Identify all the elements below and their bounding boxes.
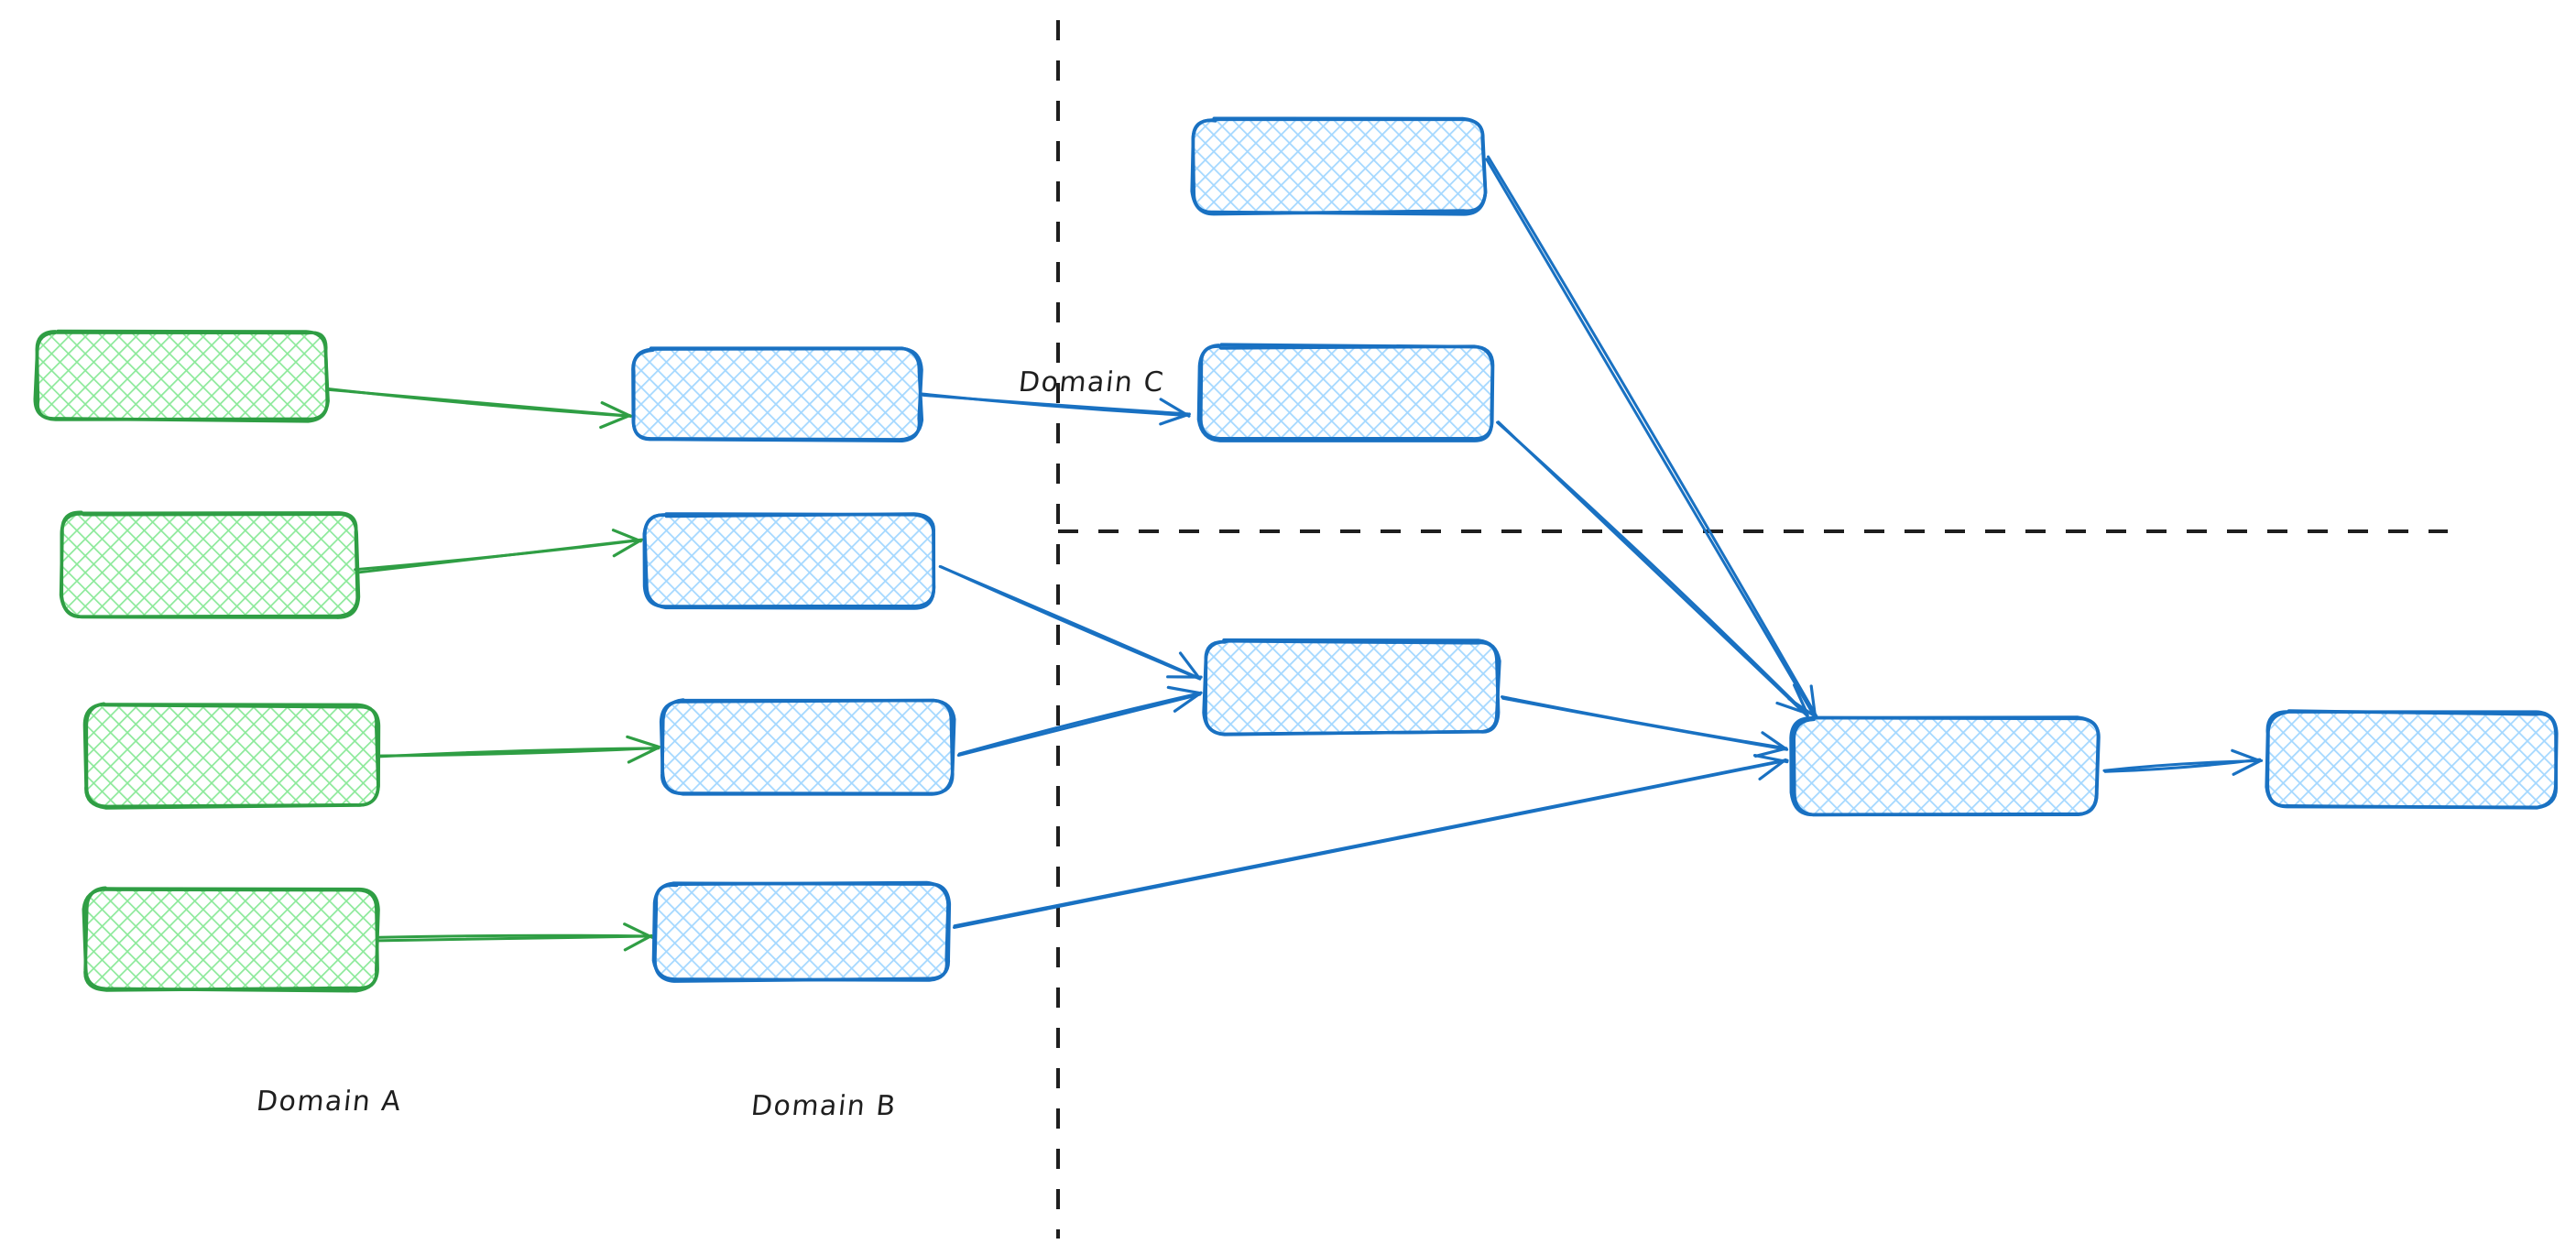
edge-d1-e1: [2102, 748, 2264, 776]
node-outline: [33, 331, 330, 423]
node-fill-hatch-b: [1205, 641, 1498, 733]
edge-a2-b2: [354, 529, 644, 574]
node-fill-hatch-b: [632, 350, 921, 440]
node-fill-hatch-b: [85, 889, 377, 989]
node-outline: [84, 702, 381, 809]
label-domain-b: Domain B: [749, 1090, 899, 1122]
node-fill-hatch-b: [62, 513, 357, 617]
node-outline: [651, 880, 950, 982]
node-fill-hatch-b: [2267, 713, 2556, 806]
node-c1[interactable]: [1190, 116, 1488, 216]
node-outline: [60, 511, 359, 619]
label-domain-c: Domain C: [1017, 366, 1166, 398]
edge-c2-d1: [1496, 420, 1809, 717]
node-outline: [2265, 709, 2559, 810]
node-fill-hatch-b: [662, 701, 953, 792]
edge-a3-b3: [376, 735, 660, 764]
node-b1[interactable]: [631, 346, 924, 442]
node-d1[interactable]: [1789, 715, 2101, 817]
node-outline: [1196, 344, 1494, 442]
node-c3[interactable]: [1202, 638, 1501, 737]
node-fill-hatch-b: [1194, 119, 1484, 213]
node-b2[interactable]: [642, 512, 936, 610]
node-b3[interactable]: [659, 698, 956, 796]
node-c2[interactable]: [1196, 343, 1495, 442]
node-outline: [1191, 117, 1488, 216]
node-fill-hatch-b: [655, 884, 948, 980]
edge-a4-b4: [376, 922, 655, 952]
node-outline: [1204, 638, 1501, 737]
node-fill-hatch-b: [1200, 346, 1493, 440]
edge-a1-b1: [326, 387, 633, 430]
node-outline: [631, 346, 923, 442]
node-a1[interactable]: [33, 329, 330, 423]
node-outline: [660, 698, 956, 796]
node-fill-hatch-b: [1793, 719, 2098, 813]
edge-b4-d1: [952, 754, 1789, 929]
nodes-group: [33, 116, 2559, 993]
node-b4[interactable]: [651, 880, 952, 983]
node-outline: [1792, 715, 2101, 817]
edge-c1-d1: [1485, 155, 1818, 719]
node-fill-hatch-b: [646, 515, 934, 606]
node-outline: [643, 512, 936, 610]
edge-c3-d1: [1500, 695, 1789, 758]
edge-b3-c3: [956, 685, 1203, 758]
node-e1[interactable]: [2265, 709, 2559, 810]
edge-b2-c3: [938, 564, 1203, 681]
node-a3[interactable]: [82, 702, 381, 810]
node-a4[interactable]: [82, 886, 380, 993]
node-a2[interactable]: [59, 510, 361, 619]
node-fill-hatch-b: [37, 332, 327, 420]
node-fill-hatch-b: [85, 705, 377, 806]
node-outline: [82, 887, 380, 993]
label-domain-a: Domain A: [255, 1086, 404, 1118]
edge-b1-c2: [920, 392, 1191, 426]
domain-dividers: [1056, 20, 2448, 1239]
edges-group: [326, 155, 2264, 952]
